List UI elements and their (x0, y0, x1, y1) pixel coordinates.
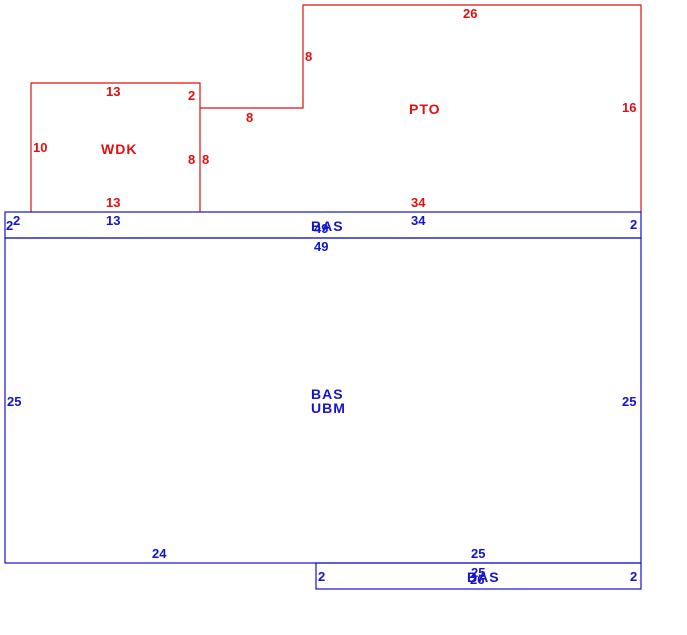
bas-bottom-outline (315, 562, 642, 590)
pto-dim-left-upper: 8 (305, 49, 312, 64)
wdk-dim-left: 10 (33, 140, 47, 155)
bas-strip-dim-left: 2 (6, 218, 13, 233)
pto-outline (200, 4, 642, 212)
bas-bottom-dim-bottom-mid: 26 (470, 572, 484, 587)
bas-main-area-label: BAS (311, 386, 344, 402)
bas-strip-dim-top-mid: 49 (314, 221, 328, 236)
wdk-dim-right: 8 (188, 152, 195, 167)
bas-strip-dim-left-inner: 2 (13, 213, 20, 228)
bas-strip-dim-top-left: 13 (106, 213, 120, 228)
bas-main-dim-bottom-right: 25 (471, 546, 485, 561)
bas-main-dim-left: 25 (7, 394, 21, 409)
pto-dim-right: 16 (622, 100, 636, 115)
pto-dim-top: 26 (463, 6, 477, 21)
bas-main-area-label-ubm: UBM (311, 400, 346, 416)
bas-main-dim-top: 49 (314, 239, 328, 254)
pto-dim-left-lower: 8 (202, 152, 209, 167)
bas-strip-area-label: BAS (311, 218, 344, 234)
wdk-area-label: WDK (101, 141, 137, 157)
bas-strip-dim-right: 2 (630, 217, 637, 232)
bas-strip-dim-top-right: 34 (411, 213, 426, 228)
wdk-dim-top: 13 (106, 84, 120, 99)
wdk-dim-bottom: 13 (106, 195, 120, 210)
bas-bottom-area-label: BAS (467, 569, 500, 585)
bas-bottom-dim-left: 2 (318, 569, 325, 584)
wdk-outline (30, 82, 201, 212)
pto-dim-step: 8 (246, 110, 253, 125)
bas-bottom-dim-top: 25 (471, 565, 485, 580)
pto-area-label: PTO (409, 101, 441, 117)
wdk-dim-right-top: 2 (188, 88, 195, 103)
pto-dim-bottom: 34 (411, 195, 426, 210)
bas-main-dim-bottom-left: 24 (152, 546, 167, 561)
bas-main-dim-right: 25 (622, 394, 636, 409)
bas-bottom-dim-right: 2 (630, 569, 637, 584)
